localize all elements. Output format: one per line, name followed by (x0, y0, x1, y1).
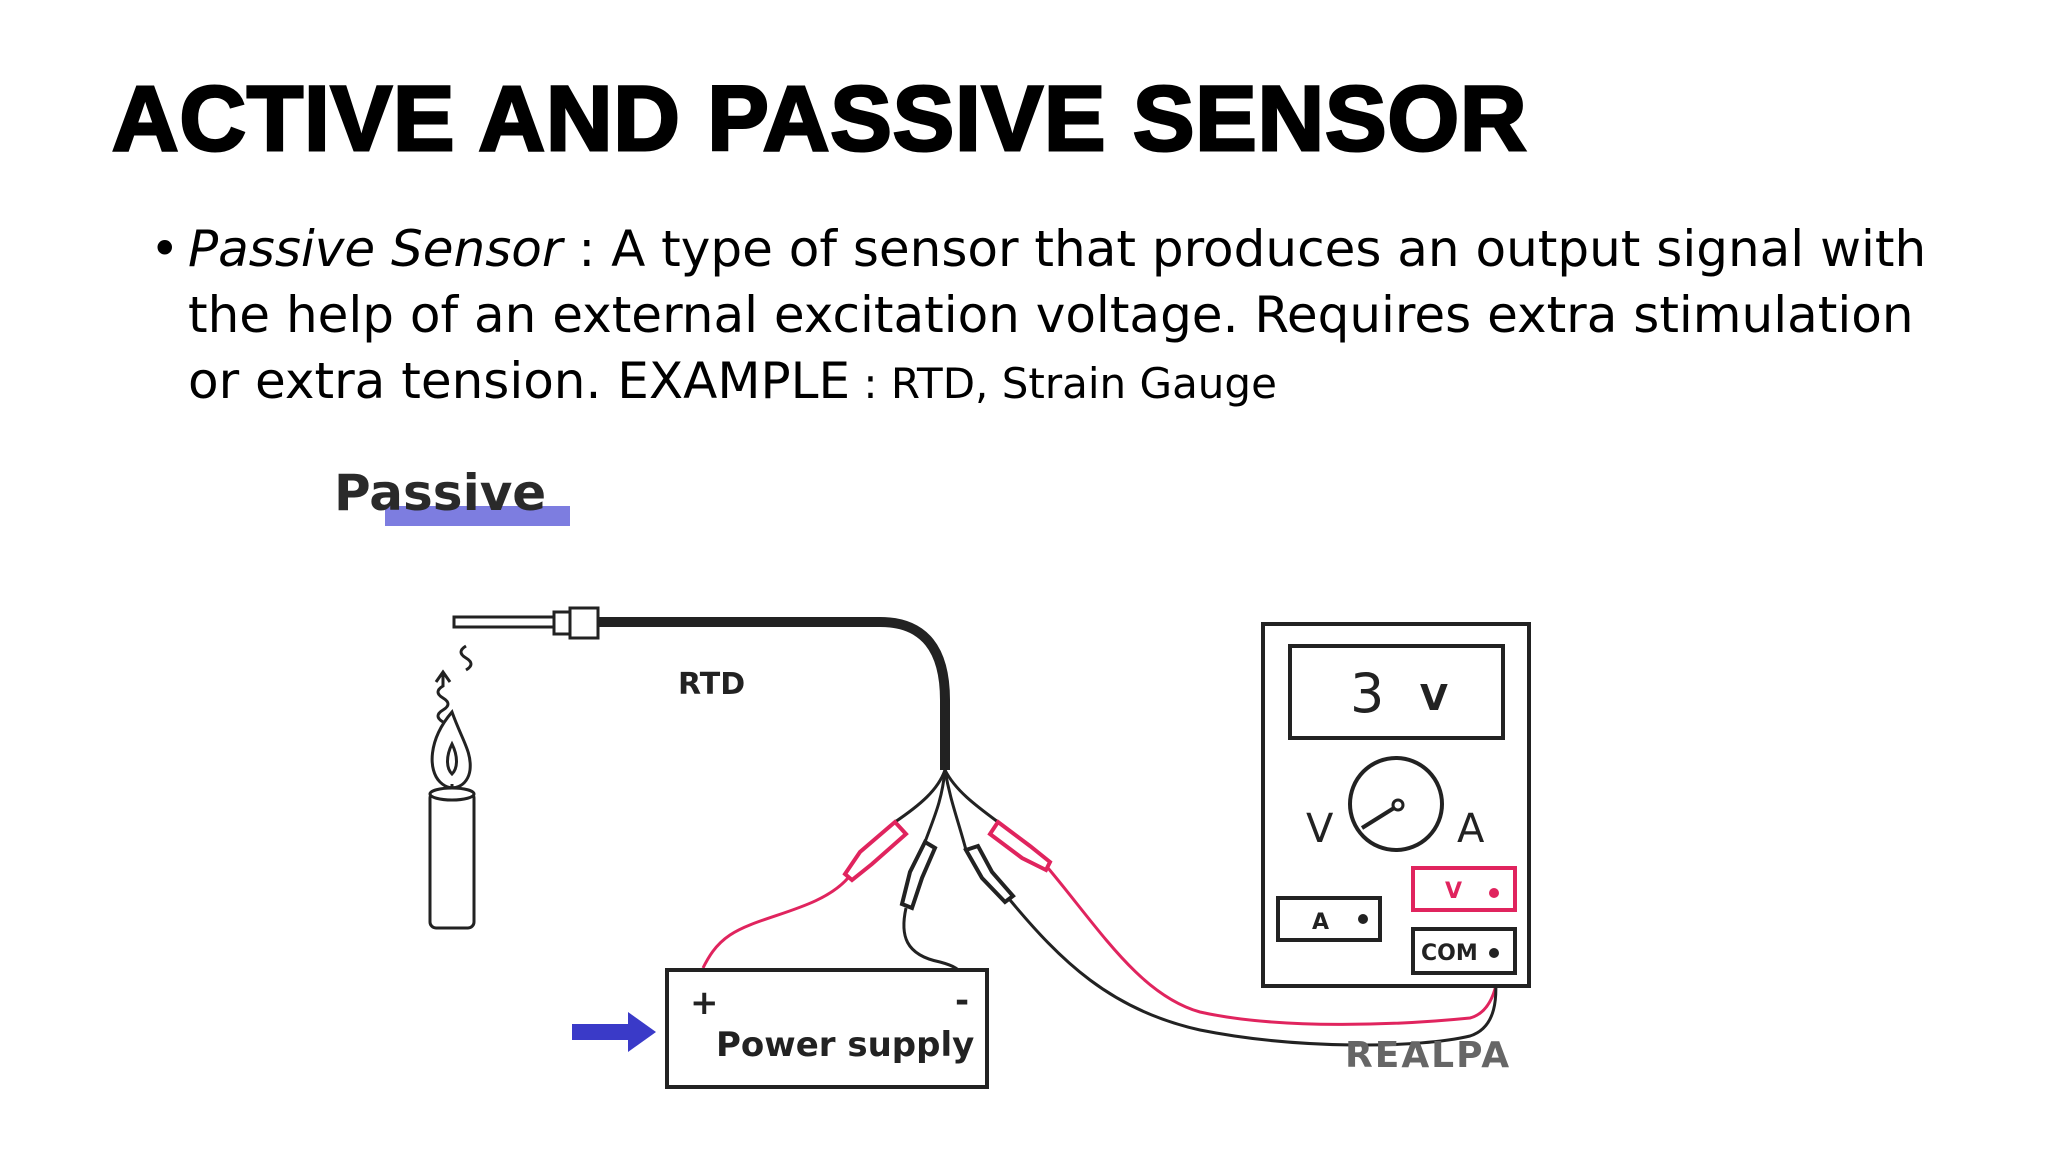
candle-icon (428, 709, 476, 930)
rtd-leads (894, 769, 999, 851)
wire-red-to-plus (701, 877, 850, 969)
heading-underline (385, 506, 570, 526)
bullet-passive-sensor: • Passive Sensor : A type of sensor that… (150, 216, 1980, 417)
terminal-com-label: COM (1421, 941, 1478, 966)
bullet-text: Passive Sensor : A type of sensor that p… (188, 216, 1980, 417)
watermark-logo: REALPA (1345, 1035, 1511, 1076)
meter-display-value: 3 (1350, 662, 1384, 725)
slide-title: ACTIVE AND PASSIVE SENSOR (110, 67, 1528, 172)
power-supply-box (665, 968, 989, 1089)
power-supply-label: Power supply (716, 1025, 974, 1065)
bullet-separator: : (562, 220, 612, 278)
rtd-label: RTD (678, 667, 745, 702)
terminal-a-label: A (1312, 910, 1329, 935)
bullet-term: Passive Sensor (188, 220, 563, 278)
dial-right-label: A (1457, 806, 1485, 852)
wire-red-to-meter-v (1046, 867, 1501, 1026)
clip-red-left (842, 819, 909, 883)
power-supply-minus: - (955, 981, 969, 1021)
example-items: RTD, Strain Gauge (890, 359, 1277, 408)
terminal-v (1411, 866, 1517, 912)
meter-needle (1360, 806, 1396, 830)
multimeter (1261, 622, 1531, 988)
clip-black-left (899, 839, 938, 911)
bullet-dot: • (150, 220, 180, 278)
heat-wave-icon (459, 644, 473, 672)
arrow-right-icon (572, 1012, 656, 1052)
clip-red-right (987, 819, 1053, 873)
bullet-definition: A type of sensor that produces an output… (188, 220, 1927, 410)
wire-black-to-meter-com (1008, 899, 1498, 1047)
meter-display (1288, 644, 1505, 740)
wire-black-to-minus (902, 907, 964, 976)
meter-display-unit: V (1420, 678, 1448, 719)
clip-black-right (963, 843, 1016, 905)
diagram-heading: Passive (334, 464, 546, 522)
rtd-probe (452, 606, 950, 770)
power-supply-plus: + (690, 983, 719, 1023)
terminal-v-label: V (1445, 879, 1462, 904)
dial-left-label: V (1306, 806, 1334, 852)
example-separator: : (850, 359, 891, 408)
heat-arrow-icon (434, 669, 452, 724)
